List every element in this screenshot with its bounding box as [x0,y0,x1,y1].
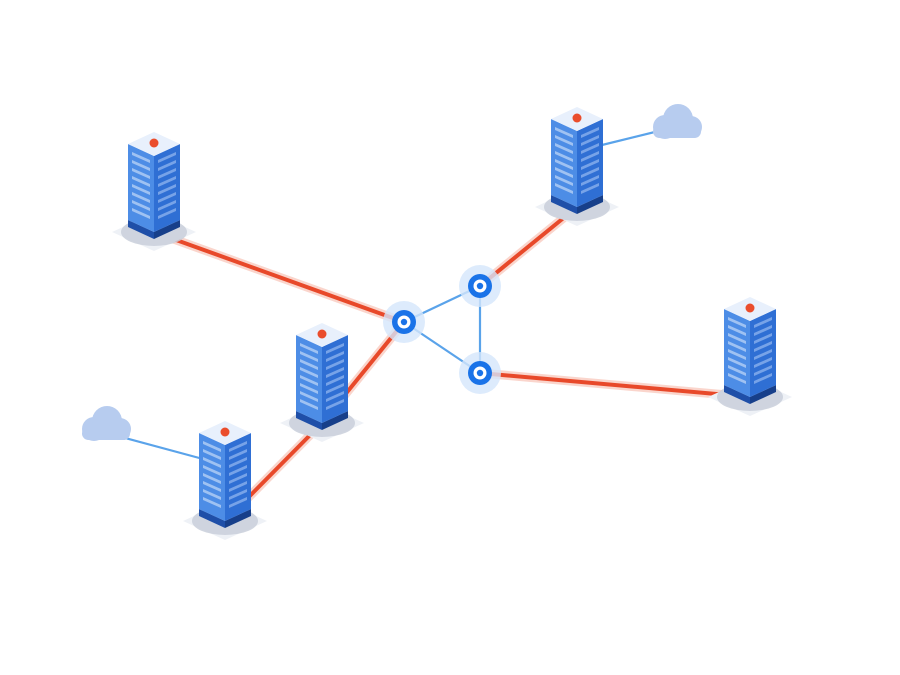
hub-left-icon [383,301,425,343]
server-right-icon [708,297,792,416]
cloud-top-right-icon [653,104,702,139]
server-center-icon [280,323,364,442]
server-bottom-left-icon [183,421,267,540]
hub-nodes [383,265,501,394]
hub-bottom-icon [459,352,501,394]
server-top-left-icon [112,132,196,251]
cloud-left-icon [82,406,131,441]
link-server-top-left-hub-left [149,227,409,327]
link-server-bottom-left-cloud [112,433,205,461]
clouds [82,104,702,441]
hub-top-icon [459,265,501,307]
link-hub-bottom-server-right [475,368,755,402]
servers [112,107,792,540]
server-top-right-icon [535,107,619,226]
